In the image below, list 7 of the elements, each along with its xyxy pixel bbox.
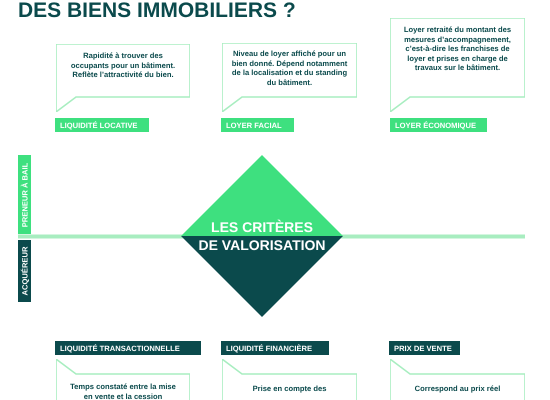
diamond-title: DE VALORISATION: [197, 237, 327, 253]
speech-bubble: [222, 43, 357, 112]
diamond-title: LES CRITÈRES: [210, 219, 314, 235]
speech-bubble: [390, 18, 525, 112]
split-diamond: [181, 155, 343, 317]
speech-bubble: [56, 44, 190, 112]
title: DES BIENS IMMOBILIERS ?: [18, 0, 296, 23]
